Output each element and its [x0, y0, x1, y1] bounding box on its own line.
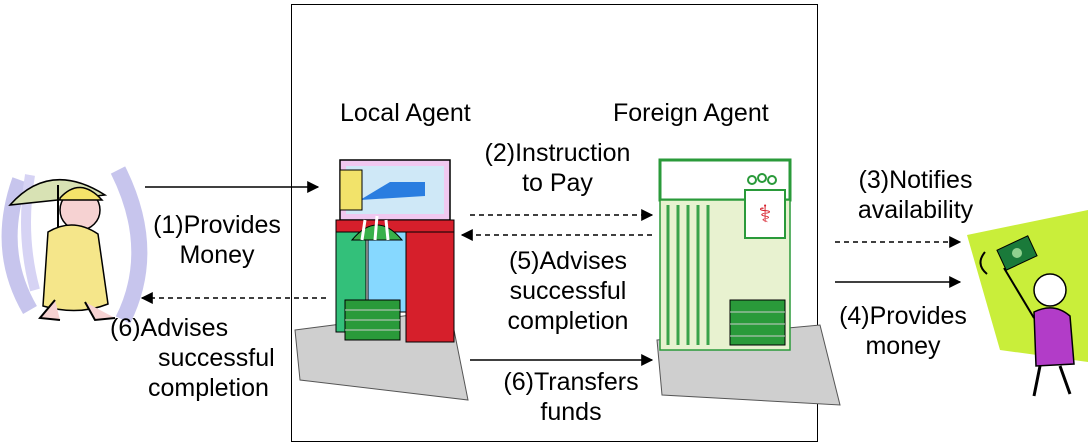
step-6-sender-line-1: (6)Advises: [110, 314, 229, 342]
foreign-agent-store-illustration: ⚕: [656, 158, 841, 406]
step-5-line-2: successful: [509, 277, 627, 305]
step-6-sender-line-2: successful: [158, 344, 275, 372]
local-agent-title: Local Agent: [340, 99, 471, 127]
step-3-line-2: availability: [857, 196, 974, 224]
step-1-label: (1)Provides Money: [142, 210, 292, 270]
step-6-sender-line-3: completion: [148, 374, 269, 402]
step-6-transfer-label: (6)Transfers funds: [486, 367, 656, 427]
step-4-label: (4)Provides money: [828, 301, 978, 361]
step-2-line-1: (2)Instruction: [484, 139, 631, 167]
local-agent-store-illustration: [294, 159, 469, 401]
step-3-line-1: (3)Notifies: [858, 166, 973, 194]
step-1-line-2: Money: [179, 241, 255, 269]
step-4-line-2: money: [865, 332, 941, 360]
step-6-transfer-line-2: funds: [540, 398, 602, 426]
step-5-line-3: completion: [507, 307, 629, 335]
step-4-line-1: (4)Provides: [839, 302, 967, 330]
step-2-label: (2)Instruction to Pay: [470, 138, 645, 198]
step-5-line-1: (5)Advises: [508, 247, 628, 275]
foreign-agent-title: Foreign Agent: [613, 99, 769, 127]
step-6-transfer-line-1: (6)Transfers: [503, 368, 639, 396]
step-1-line-1: (1)Provides: [153, 211, 281, 239]
sender-illustration: [1, 166, 148, 324]
step-5-label: (5)Advises successful completion: [478, 246, 658, 336]
step-6-sender-label: (6)Advises successful completion: [110, 313, 290, 403]
recipient-illustration: [967, 210, 1088, 397]
svg-text:⚕: ⚕: [759, 200, 772, 228]
step-3-label: (3)Notifies availability: [828, 165, 1003, 225]
step-2-line-2: to Pay: [522, 169, 593, 197]
